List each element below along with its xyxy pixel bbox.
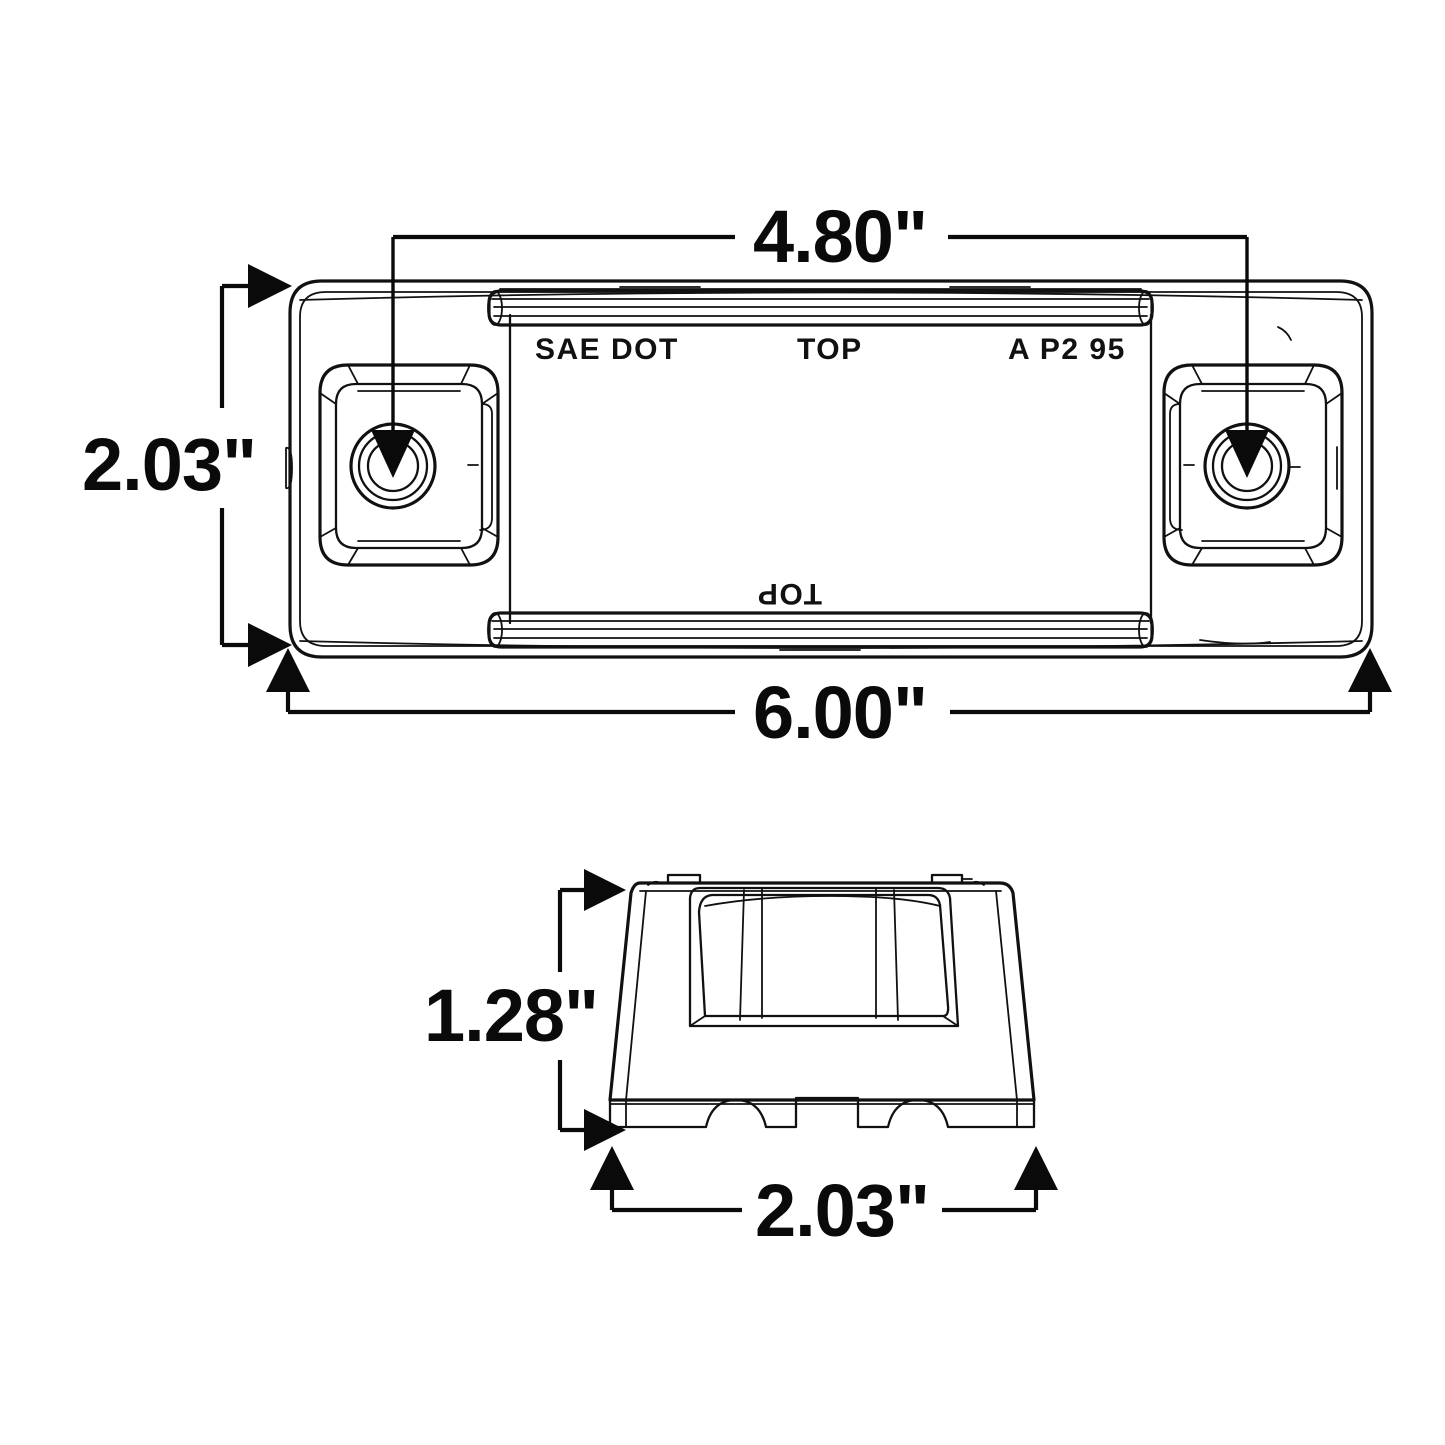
dimension-label-side-width: 2.03" xyxy=(755,1169,929,1252)
dimension-label-height: 2.03" xyxy=(82,423,256,506)
marking-approval-code: A P2 95 xyxy=(1008,333,1126,366)
arrow-up-icon-left xyxy=(266,648,310,692)
side-lens-recess xyxy=(688,886,960,1028)
arrow-down-icon-right xyxy=(1225,430,1269,478)
dimension-2-03-side-width: 2.03" xyxy=(590,1146,1058,1252)
arrow-right-icon-depth-bottom xyxy=(584,1109,626,1151)
dimension-label-bolt-spacing: 4.80" xyxy=(753,195,927,278)
front-view-group: SAE DOT TOP A P2 95 TOP 4.80" xyxy=(82,195,1392,754)
marking-top: TOP xyxy=(797,333,863,366)
arrow-right-icon-top xyxy=(248,264,292,308)
side-view-group: 1.28" 2.03" xyxy=(424,869,1058,1252)
dimension-6-00: 6.00" xyxy=(266,648,1392,754)
dimension-label-depth: 1.28" xyxy=(424,974,598,1057)
arrow-right-icon-bottom xyxy=(248,623,292,667)
arrow-up-icon-side-left xyxy=(590,1146,634,1190)
top-seal-bar xyxy=(487,286,1154,327)
side-base-flange xyxy=(608,1096,1036,1129)
lens-panel xyxy=(508,313,1153,625)
marking-sae-dot: SAE DOT xyxy=(535,333,679,366)
side-top-tabs xyxy=(647,873,985,886)
dimension-2-03-height: 2.03" xyxy=(82,264,292,667)
marking-top-inverted: TOP xyxy=(756,577,822,610)
arrow-right-icon-depth-top xyxy=(584,869,626,911)
housing-side-detents xyxy=(285,326,1338,645)
arrow-up-icon-side-right xyxy=(1014,1146,1058,1190)
dimension-4-80: 4.80" xyxy=(371,195,1269,478)
arrow-down-icon-left xyxy=(371,430,415,478)
bottom-seal-bar xyxy=(487,611,1154,651)
dimension-1-28: 1.28" xyxy=(424,869,626,1151)
arrow-up-icon-right xyxy=(1348,648,1392,692)
dimension-label-width: 6.00" xyxy=(753,671,927,754)
